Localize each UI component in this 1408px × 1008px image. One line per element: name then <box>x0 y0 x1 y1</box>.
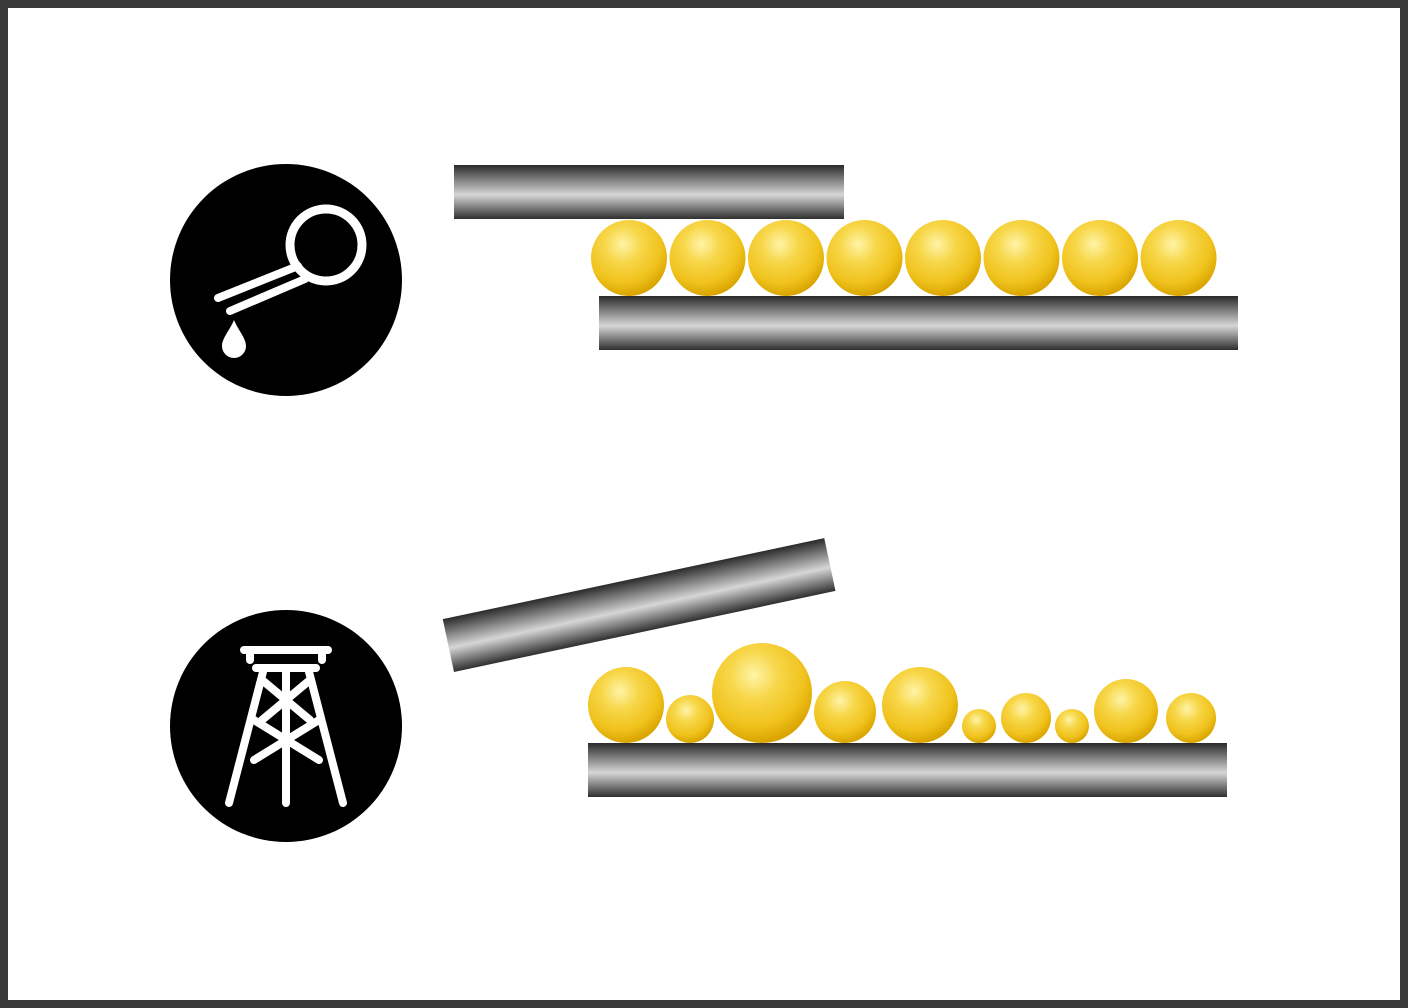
molecule-ball <box>669 220 746 296</box>
flask-pouring-drop-icon <box>170 164 402 396</box>
top-plate-tilted <box>442 538 836 672</box>
molecule-ball <box>1140 220 1217 296</box>
molecule-ball <box>1001 693 1051 743</box>
molecule-ball <box>588 667 664 743</box>
bottom-plate <box>599 296 1238 350</box>
uniform-molecules <box>591 220 1217 296</box>
molecule-ball <box>1055 709 1089 743</box>
molecule-ball <box>1166 693 1216 743</box>
molecule-ball <box>748 220 824 296</box>
molecule-ball <box>826 220 903 296</box>
molecule-ball <box>1094 679 1158 743</box>
molecule-ball <box>666 695 714 743</box>
molecule-ball <box>905 220 981 296</box>
molecule-ball <box>1062 220 1138 296</box>
molecule-ball <box>962 709 996 743</box>
bottom-plate <box>588 743 1227 797</box>
top-plate-level <box>454 165 844 219</box>
irregular-molecules <box>588 643 1216 743</box>
mineral-panel <box>170 538 1227 842</box>
molecule-ball <box>712 643 812 743</box>
synthetic-panel <box>170 164 1238 396</box>
molecule-ball <box>591 220 667 296</box>
molecule-ball <box>983 220 1060 296</box>
oil-derrick-icon <box>170 610 402 842</box>
molecule-ball <box>882 667 958 743</box>
lubricant-molecule-diagram <box>170 164 1238 842</box>
molecule-ball <box>814 681 876 743</box>
